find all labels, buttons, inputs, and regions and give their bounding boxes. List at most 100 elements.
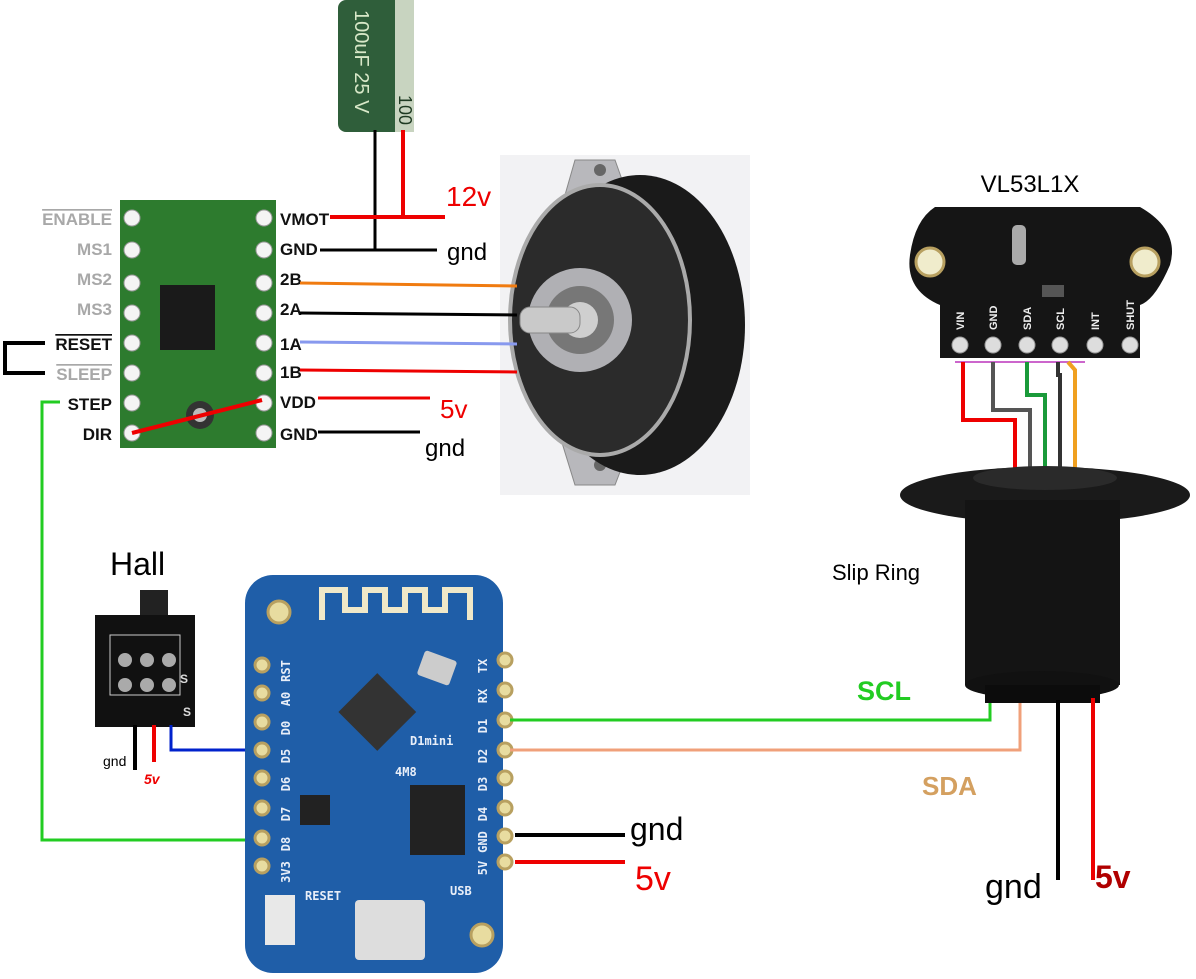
sensor-pin [1121, 336, 1139, 354]
driver-pin-right [255, 274, 273, 292]
slip-gnd-label: gnd [985, 868, 1042, 906]
sensor-title: VL53L1X [981, 171, 1080, 198]
pin-label-1b: 1B [280, 363, 302, 382]
stepper-driver-board: ENABLE MS1 MS2 MS3 RESET SLEEP STEP DIR … [42, 200, 330, 448]
pin-label-gnd-2: GND [280, 425, 318, 444]
sensor-pin [1051, 336, 1069, 354]
d1mini-name: D1mini [410, 734, 453, 748]
d1-pin-right [496, 769, 514, 787]
d1-pin-right [496, 651, 514, 669]
d1-pin-left [253, 684, 271, 702]
driver-pin-right [255, 394, 273, 412]
d1-5v-label: 5v [635, 860, 671, 898]
label-driver-gnd-2: gnd [425, 435, 465, 462]
d1-pin-label-left: D6 [279, 777, 293, 791]
d1-pin-label-left: D5 [279, 749, 293, 763]
driver-pin-right [255, 364, 273, 382]
d1-pin-label-left: D8 [279, 837, 293, 851]
d1-pin-label-left: RST [279, 660, 293, 682]
vl53l1x-sensor: VL53L1X VIN GND SDA SCL INT SHUT [909, 171, 1172, 470]
sensor-pin [1086, 336, 1104, 354]
pin-label-gnd: GND [280, 240, 318, 259]
d1-pin-right [496, 681, 514, 699]
capacitor-marking: 100uF 25 V [350, 10, 372, 114]
d1-pin-label-left: 3V3 [279, 861, 293, 883]
pin-label-ms1: MS1 [77, 240, 112, 259]
capacitor-marking-stripe: 100 [395, 95, 415, 125]
hall-silk-s2: S [183, 705, 191, 719]
driver-wires: 12v gnd 5v gnd [3, 181, 518, 842]
d1-pin-left [253, 741, 271, 759]
hall-5v-label: 5v [144, 771, 161, 787]
d1-pin-label-right: 5V [476, 861, 490, 875]
sensor-pin-label: INT [1090, 312, 1102, 330]
d1-pin-right [496, 799, 514, 817]
d1-pin-right [496, 853, 514, 871]
capacitor: 100uF 25 V 100 [338, 0, 415, 250]
driver-pin-right [255, 304, 273, 322]
d1-pin-left [253, 857, 271, 875]
driver-pin-left [123, 334, 141, 352]
d1-pin-left [253, 656, 271, 674]
d1-gnd-label: gnd [630, 811, 683, 847]
d1mini-usb-label: USB [450, 884, 472, 898]
sensor-pin [1018, 336, 1036, 354]
pin-label-2a: 2A [280, 300, 302, 319]
driver-pin-left [123, 209, 141, 227]
pin-label-dir: DIR [83, 425, 112, 444]
scl-label: SCL [857, 676, 911, 706]
d1-pin-left [253, 713, 271, 731]
d1-pin-label-left: D0 [279, 721, 293, 735]
d1-mini-board: D1mini 4M8 RESET USB RSTA0D0D5D6D7D83V3T… [245, 575, 514, 973]
slip-5v-label: 5v [1095, 859, 1131, 895]
driver-pin-left [123, 274, 141, 292]
pin-label-vdd: VDD [280, 393, 316, 412]
sensor-pin-label: SCL [1055, 308, 1067, 330]
d1-pin-left [253, 769, 271, 787]
stepper-motor [500, 155, 750, 495]
sensor-pin [951, 336, 969, 354]
driver-pin-left [123, 304, 141, 322]
d1-pin-label-right: GND [476, 831, 490, 853]
driver-pin-left [123, 241, 141, 259]
hall-sensor-module: Hall S S gnd 5v [95, 546, 262, 787]
driver-pin-right [255, 209, 273, 227]
d1-pin-label-right: D1 [476, 719, 490, 733]
label-12v: 12v [446, 181, 491, 212]
d1-pin-right [496, 827, 514, 845]
pin-label-sleep: SLEEP [56, 365, 112, 384]
d1-pin-label-right: TX [476, 658, 490, 673]
sda-label: SDA [922, 771, 977, 801]
hall-gnd-label: gnd [103, 753, 126, 769]
sensor-pin-label: GND [988, 306, 1000, 331]
d1-pin-left [253, 829, 271, 847]
d1-wires: SCL SDA gnd 5v [510, 676, 1022, 898]
pin-label-reset: RESET [55, 335, 112, 354]
driver-right-labels: VMOT GND 2B 2A 1A 1B VDD GND [280, 210, 330, 444]
pin-label-2b: 2B [280, 270, 302, 289]
sensor-pin-label: VIN [955, 312, 967, 330]
hall-silk-s1: S [180, 672, 188, 686]
d1-pin-right [496, 741, 514, 759]
label-driver-gnd: gnd [447, 239, 487, 266]
d1-pin-label-left: D7 [279, 807, 293, 821]
d1-pin-label-right: RX [476, 688, 490, 703]
d1-pin-label-left: A0 [279, 692, 293, 706]
sensor-pin-label: SHUT [1125, 300, 1137, 330]
d1-pin-label-right: D4 [476, 807, 490, 821]
d1mini-reset-label: RESET [305, 889, 341, 903]
pin-label-vmot: VMOT [280, 210, 330, 229]
sensor-pin-label: SDA [1022, 307, 1034, 330]
pin-label-enable: ENABLE [42, 210, 112, 229]
hall-title: Hall [110, 546, 165, 582]
d1-pin-left [253, 799, 271, 817]
driver-pin-right [255, 424, 273, 442]
driver-pin-right [255, 241, 273, 259]
pin-label-ms3: MS3 [77, 300, 112, 319]
pin-label-1a: 1A [280, 335, 302, 354]
driver-left-labels: ENABLE MS1 MS2 MS3 RESET SLEEP STEP DIR [42, 210, 113, 444]
driver-pin-right [255, 334, 273, 352]
slip-ring: Slip Ring gnd 5v [832, 466, 1190, 906]
